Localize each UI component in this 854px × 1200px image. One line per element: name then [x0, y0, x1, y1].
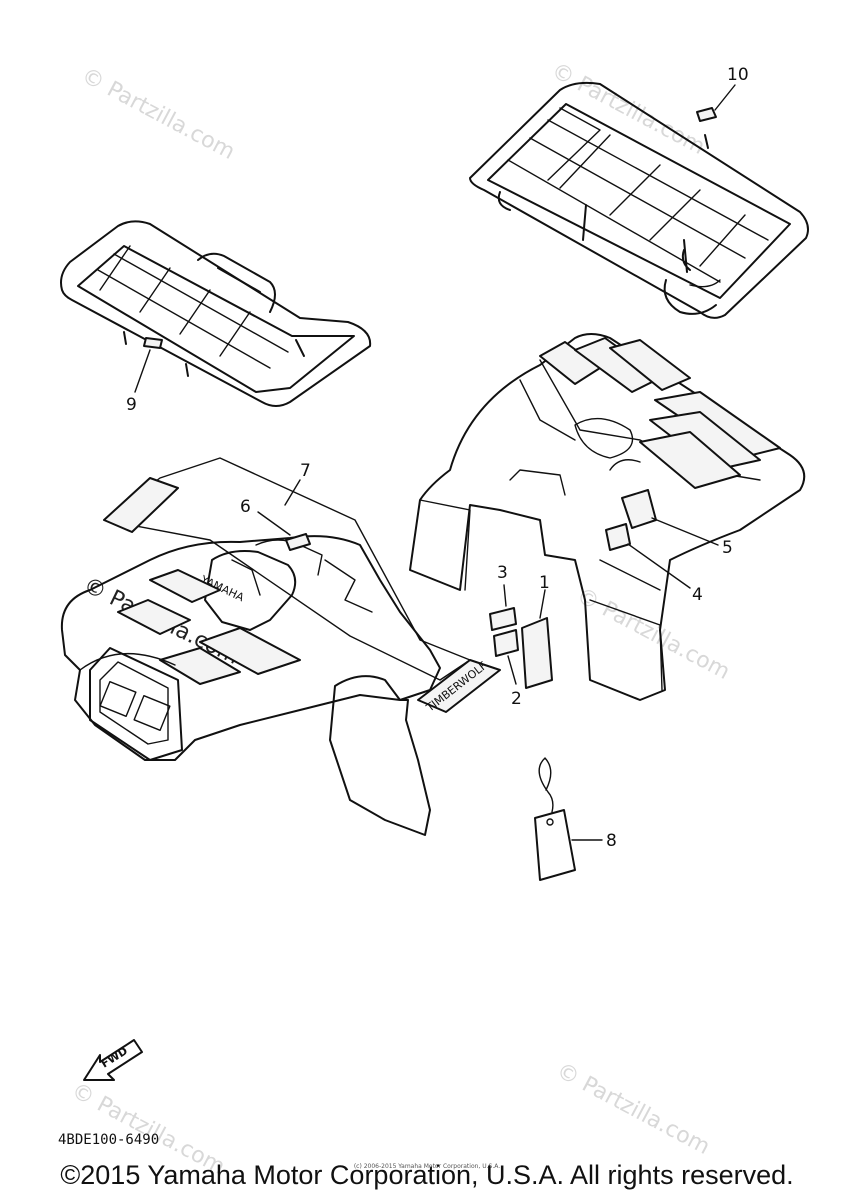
callout-10: 10 — [727, 65, 749, 85]
rear-fender — [409, 333, 806, 701]
leader-3 — [503, 584, 507, 607]
leader-9 — [134, 349, 151, 393]
callout-2: 2 — [511, 689, 522, 709]
timberwolf-decal-shape — [417, 659, 501, 713]
small-decals: 1 3 2 5 4 — [489, 489, 733, 709]
rear-carrier-rack: 10 — [469, 65, 809, 319]
leader-1 — [539, 589, 546, 619]
diagram-part-code: 4BDE100-6490 — [58, 1132, 160, 1148]
decal-3-shape — [489, 607, 517, 631]
callout-9: 9 — [126, 395, 137, 415]
callout-7: 7 — [300, 461, 311, 481]
decal-2-shape — [493, 629, 519, 657]
front-carrier-rack: 9 — [60, 220, 372, 415]
leader-2 — [507, 655, 517, 685]
leader-4 — [627, 543, 691, 589]
leader-7 — [284, 479, 301, 506]
decal-6-shape — [285, 533, 311, 551]
callout-3: 3 — [497, 563, 508, 583]
leader-5 — [651, 517, 719, 546]
front-fender: YAMAHA — [60, 533, 441, 836]
callout-6: 6 — [240, 497, 251, 517]
copyright-notice: ©2015 Yamaha Motor Corporation, U.S.A. A… — [60, 1160, 794, 1190]
leader-6 — [257, 511, 291, 536]
watermark-text: © Partzilla.com — [572, 583, 734, 685]
watermark-text: © Partzilla.com — [77, 63, 239, 165]
fwd-label: FWD — [99, 1044, 130, 1070]
small-copyright-notice: (c) 2006-2015 Yamaha Motor Corporation, … — [353, 1163, 501, 1170]
fwd-arrow: FWD — [83, 1039, 143, 1081]
decal-4-shape — [605, 523, 631, 551]
watermark-text: © Partzilla.com — [552, 1058, 714, 1160]
callout-1: 1 — [539, 573, 550, 593]
leader-10 — [714, 84, 736, 111]
decal-1-shape — [521, 617, 553, 689]
callout-4: 4 — [692, 585, 703, 605]
callout-5: 5 — [722, 538, 733, 558]
decal-10-shape — [696, 107, 717, 122]
callout-8: 8 — [606, 831, 617, 851]
tag-8-shape — [534, 809, 576, 881]
hang-tag-8: 8 — [534, 757, 617, 881]
watermark-text: © Partzilla.com — [547, 58, 709, 160]
decal-5-shape — [621, 489, 657, 529]
fwd-arrow-icon — [83, 1039, 143, 1081]
decal-9-shape — [143, 337, 163, 349]
